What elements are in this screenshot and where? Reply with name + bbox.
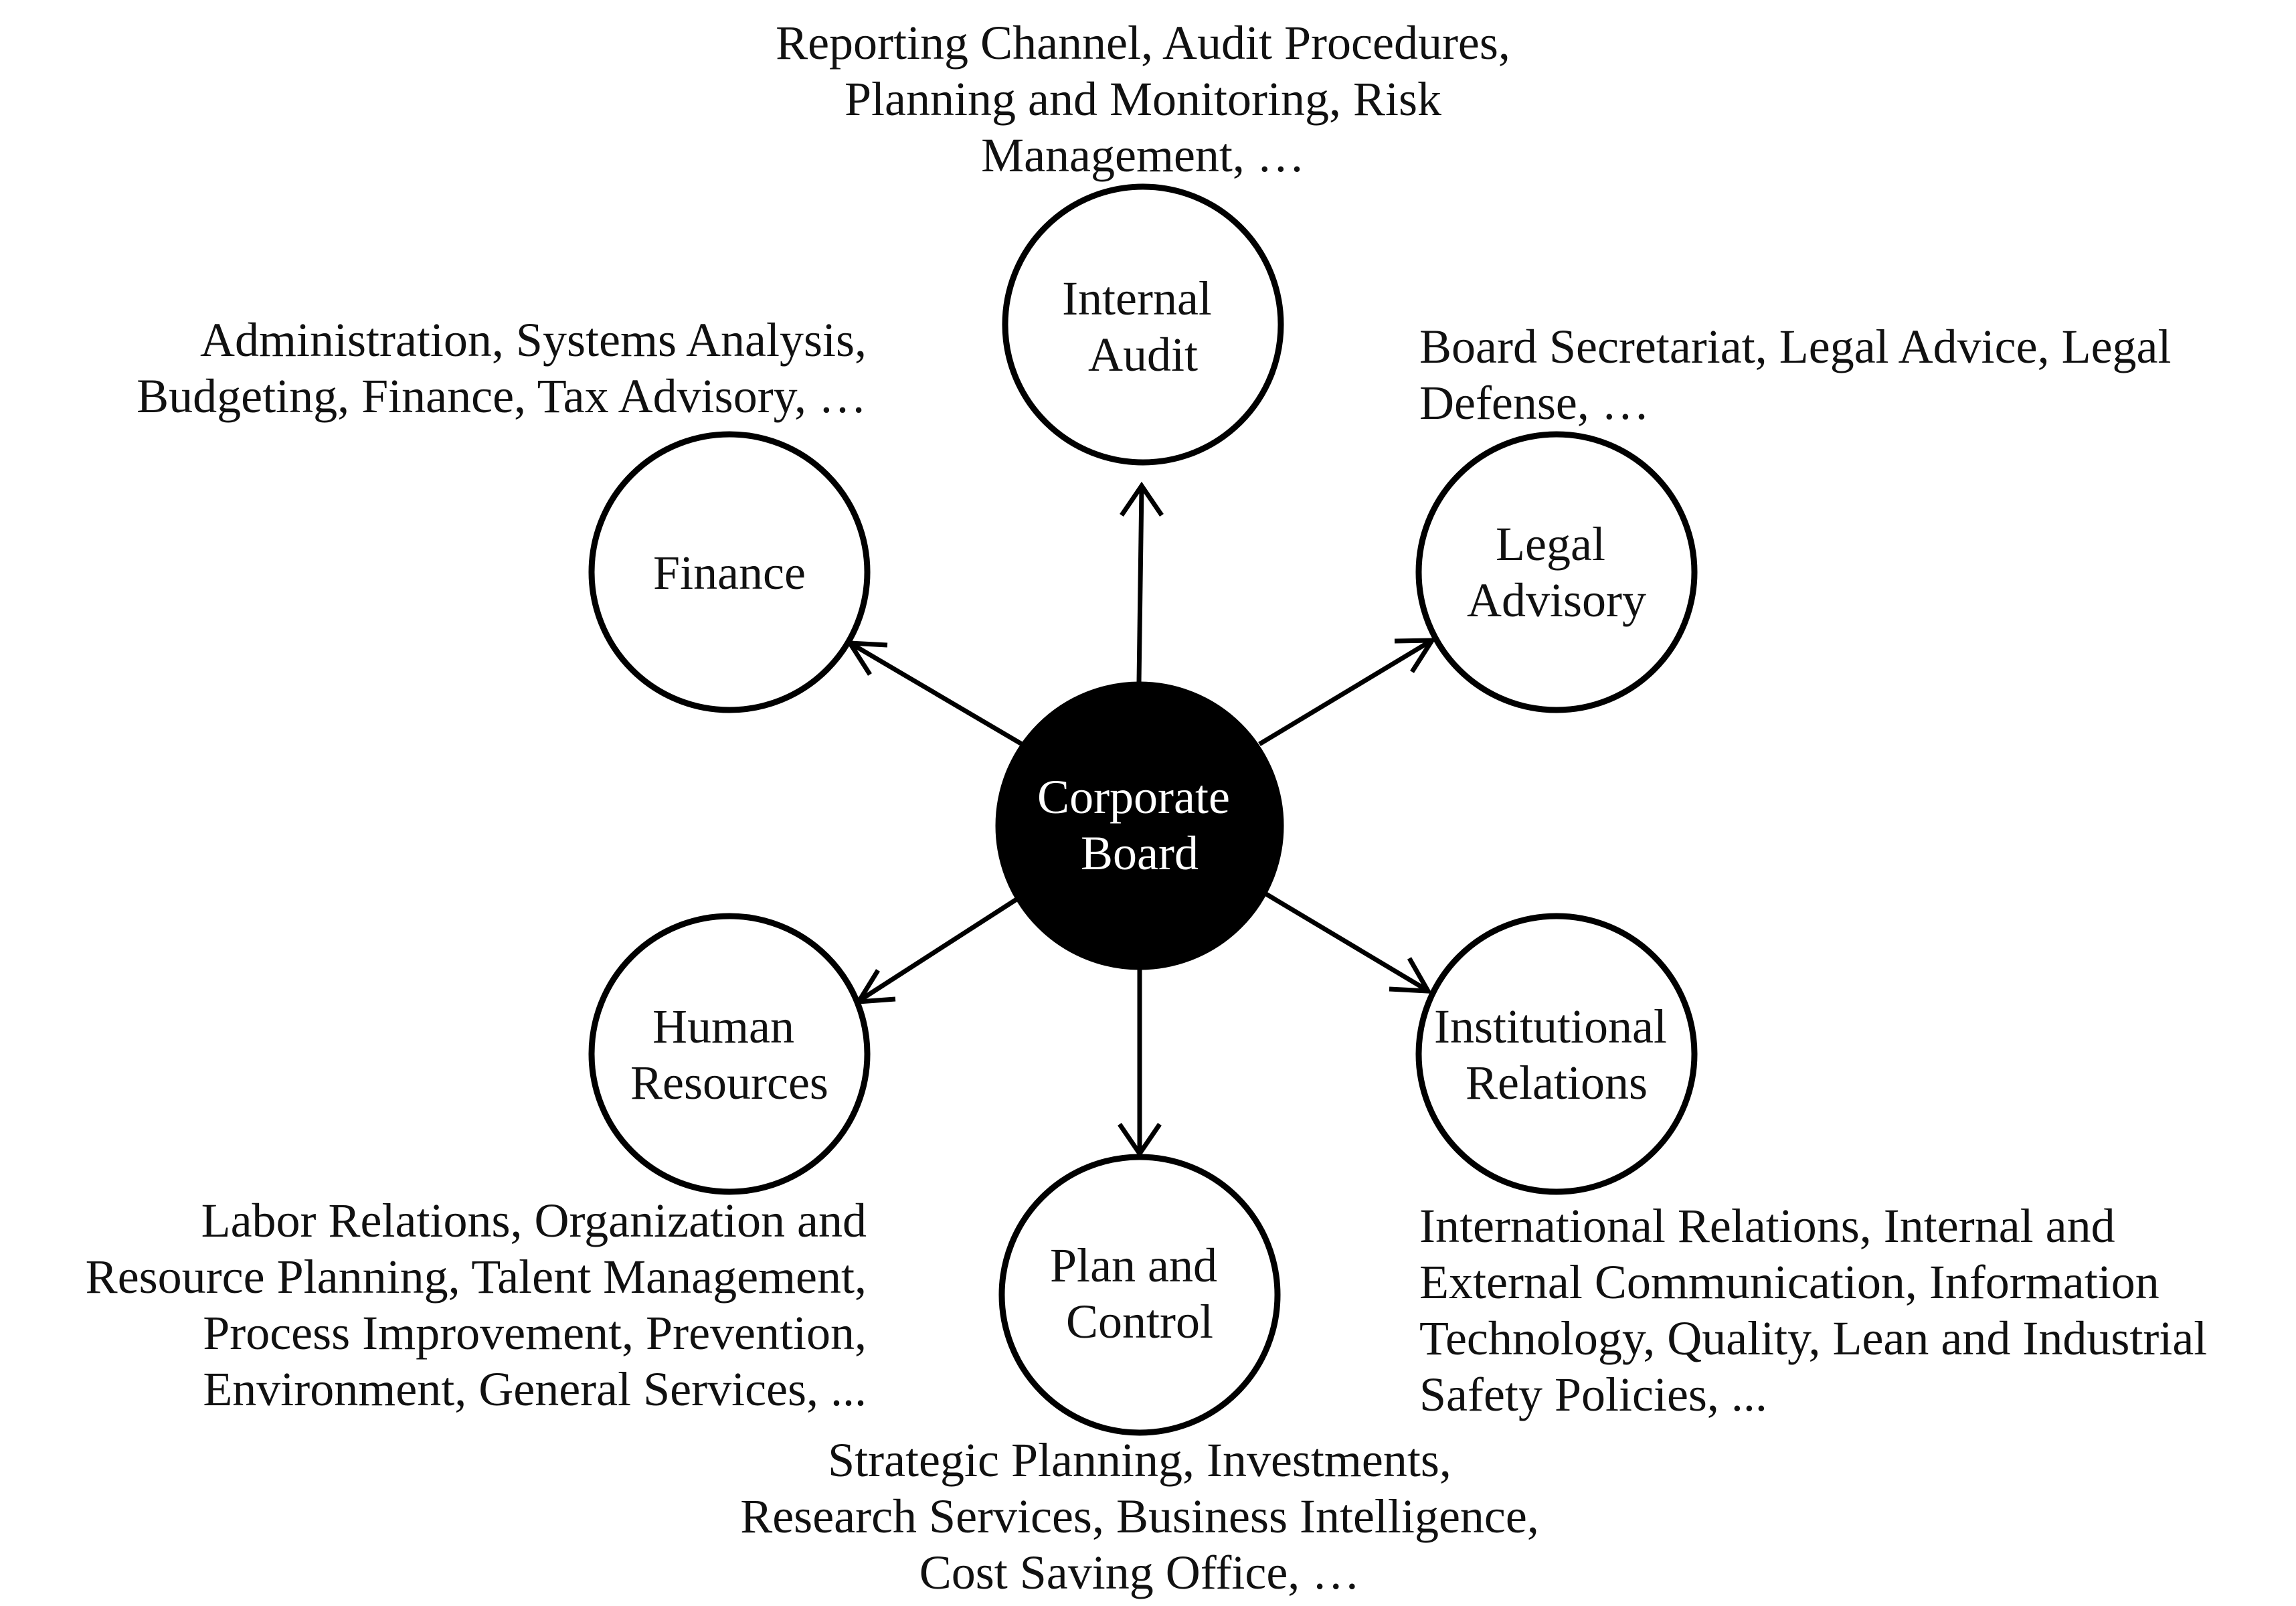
description-line: Resource Planning, Talent Management, <box>85 1250 867 1304</box>
human-resources-node: Human Resources <box>588 913 871 1195</box>
internal-audit-description: Reporting Channel, Audit Procedures, Pla… <box>723 15 1563 183</box>
description-line: Reporting Channel, Audit Procedures, <box>776 16 1510 70</box>
arrowhead-institutional-relations <box>1389 957 1433 994</box>
description-line: External Communication, Information <box>1419 1255 2159 1309</box>
description-line: Planning and Monitoring, Risk <box>844 72 1442 126</box>
description-line: Budgeting, Finance, Tax Advisory, … <box>137 369 867 423</box>
legal-advisory-description: Board Secretariat, Legal Advice, Legal D… <box>1419 319 2256 431</box>
institutional-relations-description: International Relations, Internal and Ex… <box>1419 1198 2289 1423</box>
description-line: Safety Policies, ... <box>1419 1368 1767 1421</box>
arrow-to-legal-advisory <box>1258 639 1432 746</box>
arrowhead-legal-advisory <box>1394 638 1437 673</box>
description-line: Technology, Quality, Lean and Industrial <box>1419 1312 2208 1365</box>
description-line: Process Improvement, Prevention, <box>203 1306 867 1360</box>
legal-advisory-node: Legal Advisory <box>1415 431 1698 713</box>
human-resources-label: Human Resources <box>630 1000 828 1109</box>
arrowhead-plan-and-control <box>1118 1123 1162 1158</box>
institutional-relations-node: Institutional Relations <box>1415 913 1698 1195</box>
description-line: Environment, General Services, ... <box>203 1362 867 1416</box>
finance-node: Finance <box>588 431 871 713</box>
description-line: International Relations, Internal and <box>1419 1199 2115 1253</box>
arrow-to-institutional-relations <box>1265 891 1429 993</box>
description-line: Defense, … <box>1419 376 1650 430</box>
institutional-relations-label: Institutional Relations <box>1434 1000 1679 1109</box>
corporate-board-node: Corporate Board <box>995 681 1284 970</box>
description-line: Strategic Planning, Investments, <box>828 1433 1451 1487</box>
description-line: Labor Relations, Organization and <box>201 1194 867 1247</box>
description-line: Management, … <box>981 128 1305 182</box>
legal-advisory-label: Legal Advisory <box>1467 517 1646 627</box>
description-line: Research Services, Business Intelligence… <box>740 1490 1539 1543</box>
plan-and-control-node: Plan and Control <box>998 1154 1281 1436</box>
corporate-board-label: Corporate Board <box>1037 770 1242 880</box>
finance-description: Administration, Systems Analysis, Budget… <box>40 312 867 424</box>
human-resources-description: Labor Relations, Organization and Resour… <box>13 1192 867 1417</box>
arrowhead-human-resources <box>854 969 896 1004</box>
plan-and-control-label: Plan and Control <box>1050 1239 1229 1348</box>
finance-label: Finance <box>653 546 806 600</box>
arrow-to-internal-audit <box>1136 486 1144 683</box>
internal-audit-label: Internal Audit <box>1062 272 1224 381</box>
description-line: Administration, Systems Analysis, <box>199 313 867 367</box>
arrow-to-human-resources <box>857 897 1018 1003</box>
internal-audit-node: Internal Audit <box>1002 183 1284 466</box>
plan-and-control-description: Strategic Planning, Investments, Researc… <box>696 1432 1583 1601</box>
arrowhead-internal-audit <box>1120 481 1164 517</box>
arrow-to-finance <box>850 641 1023 747</box>
description-line: Cost Saving Office, … <box>919 1546 1360 1599</box>
arrowhead-finance <box>845 640 888 676</box>
description-line: Board Secretariat, Legal Advice, Legal <box>1419 320 2172 373</box>
